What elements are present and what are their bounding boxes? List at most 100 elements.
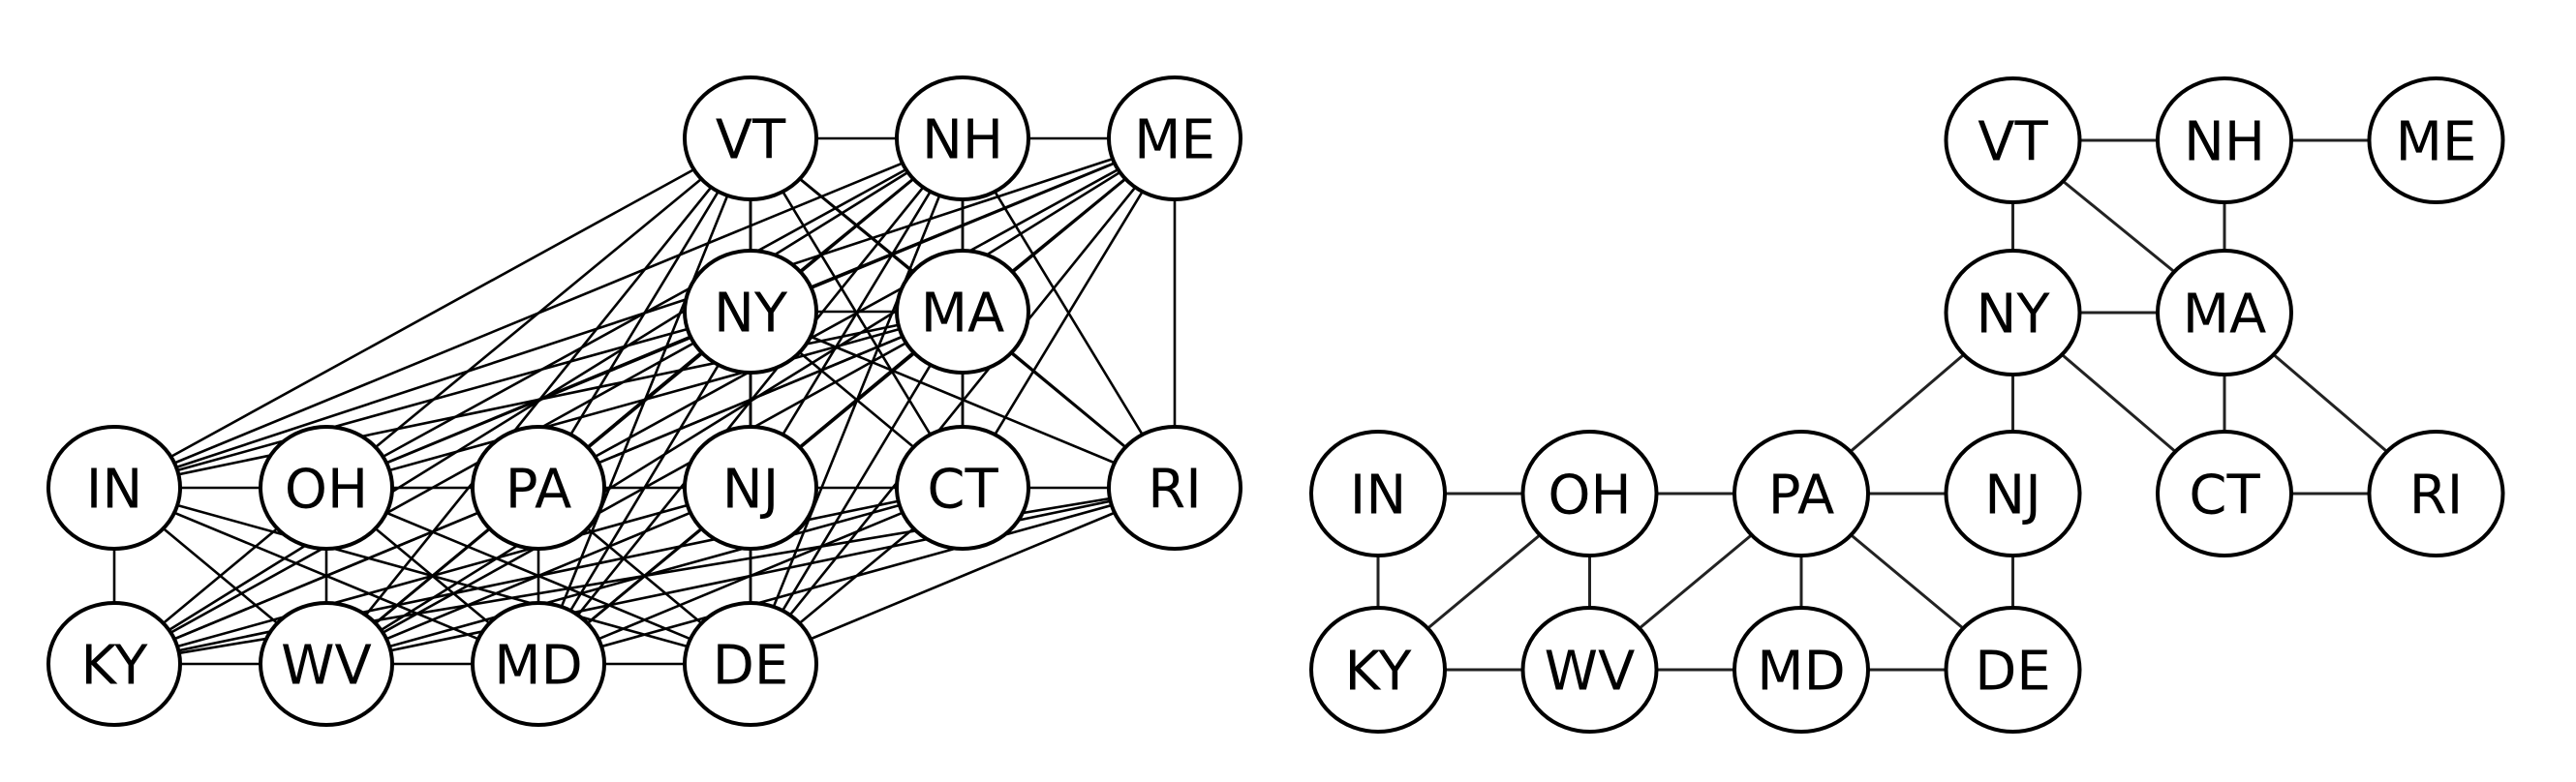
node-circle [2156,430,2293,557]
node-ny: NY [683,249,818,375]
node-circle [46,601,182,727]
node-nh: NH [895,75,1030,201]
edge-de-ma [749,311,965,665]
node-label: MD [494,635,582,698]
node-circle [683,75,818,201]
node-pa: PA [1733,430,1870,557]
node-circle [259,425,394,551]
node-label: KY [1345,641,1413,704]
node-circle [1520,430,1659,557]
node-circle [259,601,394,727]
node-me: ME [2367,76,2505,204]
node-circle [1944,430,2082,557]
node-ct: CT [2156,430,2293,557]
node-ky: KY [46,601,182,727]
edge-md-vt [537,137,752,665]
node-de: DE [683,601,818,727]
node-circle [895,249,1030,375]
node-circle [2367,430,2505,557]
node-label: PA [506,459,572,522]
node-vt: VT [1944,76,2082,204]
node-in: IN [46,425,182,551]
node-me: ME [1107,75,1242,201]
edge-ri-ny [750,310,1176,490]
edge-ri-nh [961,137,1177,489]
dense-graph-nodes: VT NH ME NY MA IN OH PA NJ CT RI KY WV MD DE [46,75,1242,727]
node-label: NH [922,109,1003,172]
node-label: MA [2183,284,2267,346]
node-vt: VT [683,75,818,201]
node-wv: WV [259,601,394,727]
node-label: OH [285,459,368,522]
node-ky: KY [1309,606,1447,734]
node-ct: CT [895,425,1030,551]
node-label: DE [713,635,789,698]
node-circle [2156,76,2293,204]
node-label: KY [81,635,149,698]
node-circle [2156,249,2293,376]
node-label: NJ [1984,465,2040,527]
edge-oh-vt [325,136,751,490]
node-label: WV [281,635,372,698]
node-label: OH [1548,465,1631,527]
edge-de-ri [750,486,1176,666]
node-de: DE [1944,606,2082,734]
node-circle [471,601,606,727]
node-ma: MA [2156,249,2293,376]
node-label: IN [86,459,142,522]
node-circle [683,601,818,727]
node-ri: RI [2367,430,2505,557]
dense-graph-edges [112,136,1177,666]
edge-in-vt [113,136,751,490]
node-in: IN [1309,430,1447,557]
node-circle [1107,75,1242,201]
node-md: MD [1733,606,1870,734]
node-circle [683,425,818,551]
node-label: NH [2184,111,2265,174]
node-label: ME [2396,111,2477,174]
edge-wv-vt [324,137,752,665]
node-oh: OH [1520,430,1659,557]
node-circle [1944,76,2082,204]
node-nj: NJ [683,425,818,551]
node-label: PA [1768,465,1835,527]
edge-ky-ny [113,310,751,666]
node-ri: RI [1107,425,1242,551]
sparse-graph: VT NH ME NY MA IN OH PA NJ CT RI KY WV MD DE [1309,76,2505,734]
edge-pa-vt [537,137,752,489]
node-circle [2367,76,2505,204]
node-wv: WV [1520,606,1659,734]
node-circle [1944,606,2082,734]
node-ny: NY [1944,249,2082,376]
node-circle [1733,606,1870,734]
node-label: CT [927,459,998,522]
node-circle [683,249,818,375]
node-label: IN [1350,465,1406,527]
node-circle [1944,249,2082,376]
edge-md-ny [537,311,752,665]
node-nh: NH [2156,76,2293,204]
dense-graph: VT NH ME NY MA IN OH PA NJ CT RI KY WV MD DE [46,75,1242,727]
node-circle [1733,430,1870,557]
edge-ct-vt [749,137,965,489]
edge-wv-nj [325,486,751,666]
node-label: MD [1757,641,1845,704]
node-circle [895,425,1030,551]
node-circle [1520,606,1659,734]
node-circle [1107,425,1242,551]
node-md: MD [471,601,606,727]
node-circle [46,425,182,551]
node-circle [1309,430,1447,557]
sparse-graph-edges [1376,138,2438,672]
node-circle [1309,606,1447,734]
node-label: VT [1978,111,2048,174]
node-circle [895,75,1030,201]
node-label: CT [2189,465,2260,527]
node-ma: MA [895,249,1030,375]
node-label: ME [1134,109,1215,172]
node-circle [471,425,606,551]
node-label: NY [1976,284,2050,346]
sparse-graph-nodes: VT NH ME NY MA IN OH PA NJ CT RI KY WV MD DE [1309,76,2505,734]
node-oh: OH [259,425,394,551]
